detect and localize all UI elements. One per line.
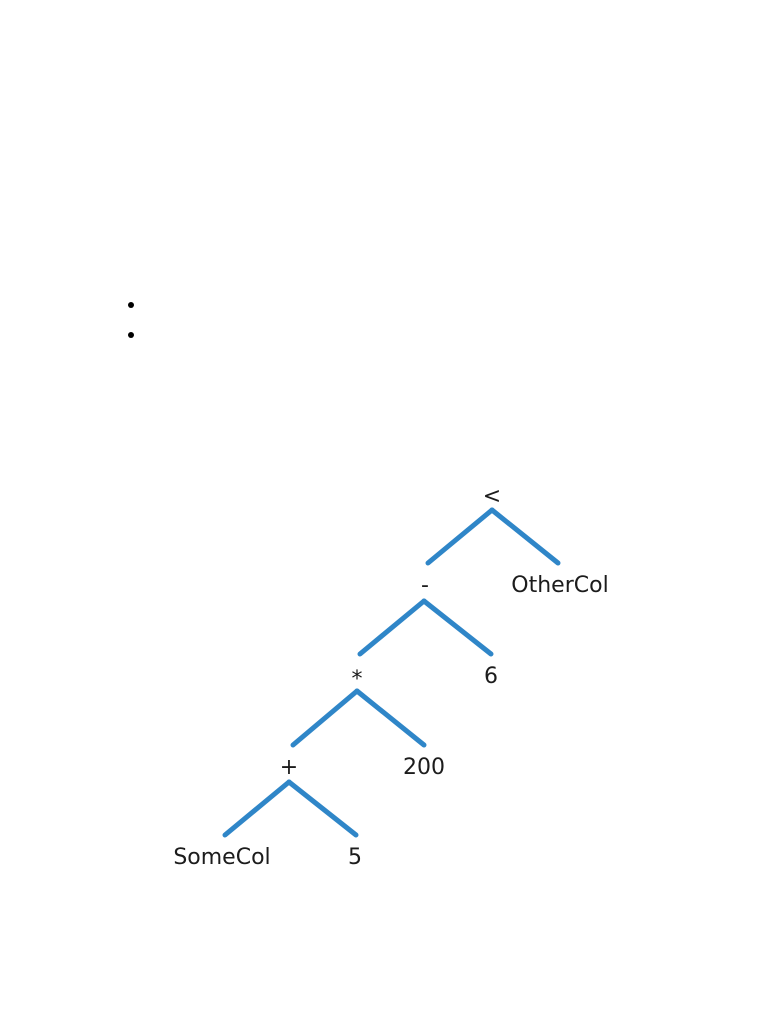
tree-edge-lt-minus: [425, 507, 495, 566]
tree-edge-minus-times: [357, 598, 427, 657]
bullet-dot: [128, 302, 134, 308]
tree-node-label: *: [352, 667, 363, 692]
tree-node-label: -: [421, 573, 429, 598]
tree-node-label: +: [280, 755, 298, 780]
tree-edge-minus-six: [421, 598, 494, 657]
tree-node-label: <: [483, 484, 501, 509]
tree-node-label: 200: [403, 755, 445, 780]
edges-layer: [222, 507, 561, 838]
tree-node-label: OtherCol: [511, 573, 608, 598]
tree-edge-times-twohund: [354, 688, 427, 748]
tree-node-label: 6: [484, 664, 498, 689]
tree-node-label: 5: [348, 845, 362, 870]
tree-edge-lt-othercol: [489, 507, 561, 566]
tree-edge-times-plus: [290, 688, 360, 748]
tree-edge-plus-somecol: [222, 779, 292, 838]
tree-node-label: SomeCol: [173, 845, 270, 870]
tree-edge-plus-five: [286, 779, 359, 838]
bullet-dot: [128, 332, 134, 338]
